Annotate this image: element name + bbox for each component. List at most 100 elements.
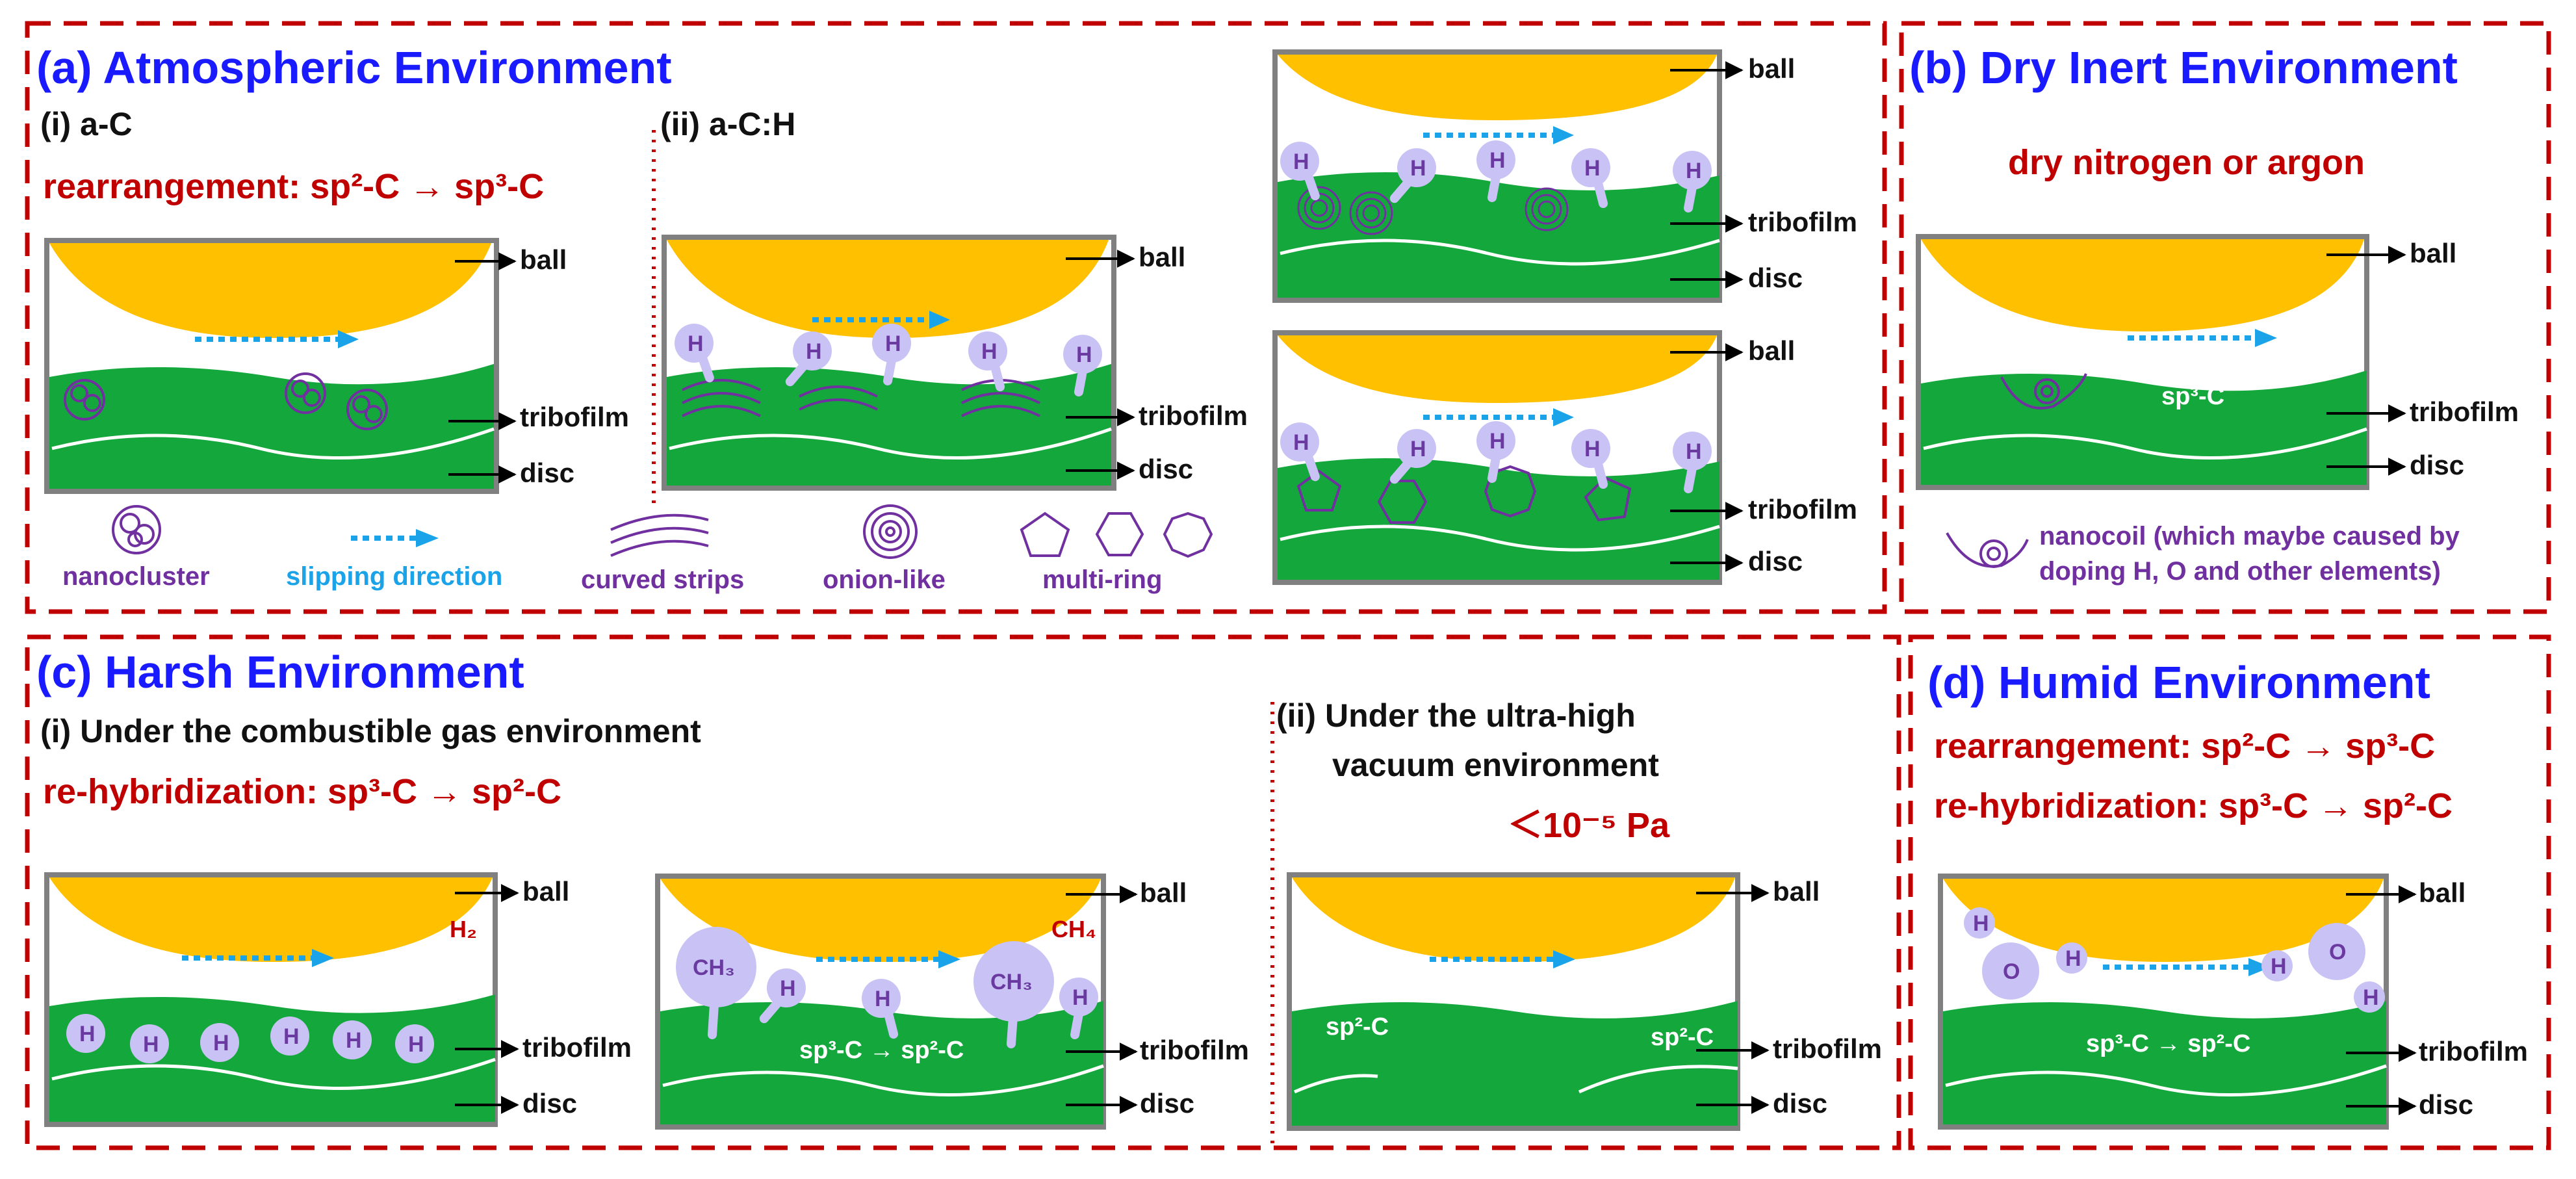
- panel-c-title: (c) Harsh Environment: [36, 647, 524, 697]
- svg-text:CH₃: CH₃: [990, 970, 1033, 994]
- svg-text:disc: disc: [522, 1088, 577, 1119]
- svg-text:disc: disc: [2410, 450, 2464, 480]
- diagram-d: O H H O H H sp³-C → sp²-C ball tribofilm d…: [1938, 874, 2528, 1130]
- legend-nanocoil-1: nanocoil (which maybe caused by: [2039, 522, 2460, 551]
- hydrogen-label: H: [1973, 911, 1989, 936]
- diagram-b: sp³-C ball tribofilm disc: [1916, 234, 2519, 490]
- hydrogen-label: H: [1686, 439, 1702, 464]
- svg-text:tribofilm: tribofilm: [2419, 1036, 2528, 1067]
- hydrogen-label: H: [1584, 437, 1601, 461]
- hydrogen-label: H: [2271, 954, 2287, 979]
- panel-c-sub-ii-1: (ii) Under the ultra-high: [1276, 697, 1636, 734]
- panel-c-pressure: ＜10⁻⁵ Pa: [1508, 806, 1670, 845]
- panel-a-sub-ii: (ii) a-C:H: [660, 106, 795, 142]
- panel-c-sub-i: (i) Under the combustible gas environmen…: [40, 713, 701, 749]
- nanocluster-icon: [64, 372, 388, 430]
- hydrogen-label: H: [1489, 148, 1506, 173]
- hydrogen-label: H: [806, 339, 822, 364]
- label-sp3: sp³-C: [2161, 383, 2224, 410]
- hydrogen-label: H: [981, 339, 998, 364]
- legend-nanocluster: nanocluster: [62, 562, 210, 591]
- svg-text:ball: ball: [1748, 53, 1795, 84]
- panel-c-sub-ii-2: vacuum environment: [1332, 747, 1659, 783]
- hydrogen-label: H: [79, 1022, 96, 1046]
- panel-a-sub-i: (i) a-C: [40, 106, 133, 142]
- svg-text:tribofilm: tribofilm: [522, 1032, 632, 1063]
- hydrogen-label: H: [1076, 343, 1092, 367]
- panel-d-title: (d) Humid Environment: [1927, 657, 2430, 708]
- label-ch4: CH₄: [1051, 916, 1096, 942]
- hydrogen-label: H: [1293, 149, 1309, 174]
- svg-text:ball: ball: [1773, 876, 1820, 907]
- label-tribofilm: tribofilm: [520, 402, 629, 432]
- svg-text:ball: ball: [1748, 335, 1795, 366]
- label-sp2-left: sp²-C: [1326, 1013, 1389, 1041]
- nanocluster-legend-icon: [112, 505, 161, 554]
- tribofilm-shape: [49, 364, 494, 489]
- svg-text:ball: ball: [522, 876, 569, 907]
- legend-curved: curved strips: [581, 565, 744, 594]
- svg-text:tribofilm: tribofilm: [1773, 1033, 1882, 1064]
- hydrogen-label: H: [875, 987, 891, 1011]
- label-h2: H₂: [450, 916, 477, 942]
- label-ball: ball: [520, 244, 567, 275]
- panel-d-rehyb: re-hybridization: sp³-C → sp²-C: [1934, 786, 2453, 825]
- hydrogen-label: H: [1584, 156, 1601, 181]
- hydrogen-label: H: [1293, 430, 1309, 455]
- nanocoil-legend-icon: [1946, 532, 2029, 568]
- hydrogen-label: H: [408, 1032, 424, 1057]
- svg-text:tribofilm: tribofilm: [2410, 396, 2519, 427]
- multi-ring-legend-icon: [1020, 512, 1213, 558]
- hydrogen-label: H: [283, 1024, 300, 1049]
- nanocoil-icon: [2000, 373, 2087, 409]
- hydrogen-label: H: [885, 331, 901, 356]
- diagram-a-ii: H H H H H ball tribofilm disc: [662, 235, 1248, 491]
- panel-c-border: [25, 634, 1901, 1150]
- diagram-c-vacuum: sp²-C sp²-C ball tribofilm disc: [1287, 872, 1882, 1131]
- label-disc: disc: [520, 458, 574, 488]
- svg-text:disc: disc: [1748, 546, 1803, 577]
- legend-nanocoil-2: doping H, O and other elements): [2039, 557, 2441, 586]
- panel-b-gas: dry nitrogen or argon: [2008, 143, 2365, 182]
- hydrogen-label: H: [2363, 985, 2379, 1010]
- hydrogen-label: H: [1410, 437, 1426, 461]
- hydrogen-label: H: [688, 331, 704, 356]
- panel-d-rearrangement: rearrangement: sp²-C → sp³-C: [1934, 727, 2435, 766]
- hydrogen-label: H: [780, 976, 796, 1001]
- diagram-a-i: ball tribofilm disc: [44, 238, 629, 494]
- svg-text:tribofilm: tribofilm: [1139, 400, 1248, 431]
- svg-text:O: O: [2329, 940, 2346, 965]
- svg-text:ball: ball: [2419, 877, 2466, 908]
- hydrogen-label: H: [1410, 156, 1426, 181]
- legend-slipping: slipping direction: [286, 562, 502, 591]
- label-ch3: CH₃: [693, 955, 735, 980]
- legend-a: nanocluster slipping direction curved st…: [62, 504, 1213, 594]
- hydrogen-label: H: [1072, 985, 1088, 1010]
- diagram-a-ii-multiring: H H H H H ball tribofilm disc: [1273, 330, 1857, 585]
- panel-a-title: (a) Atmospheric Environment: [36, 42, 672, 93]
- hydrogen-label: H: [2065, 946, 2081, 971]
- label-sp2-right: sp²-C: [1651, 1024, 1714, 1051]
- svg-text:tribofilm: tribofilm: [1748, 207, 1857, 237]
- ball-shape: [49, 243, 491, 338]
- svg-text:tribofilm: tribofilm: [1140, 1035, 1249, 1065]
- svg-text:disc: disc: [2419, 1089, 2473, 1120]
- label-o: O: [2003, 959, 2020, 984]
- label-conv-d: sp³-C → sp²-C: [2086, 1030, 2250, 1057]
- svg-text:disc: disc: [1139, 454, 1193, 484]
- curved-strips-legend-icon: [610, 513, 709, 557]
- hydrogen-label: H: [1489, 429, 1506, 454]
- legend-multiring: multi-ring: [1042, 565, 1162, 594]
- panel-d-border: [1908, 634, 2551, 1150]
- panel-a-rearrangement: rearrangement: sp²-C → sp³-C: [43, 167, 544, 206]
- svg-text:ball: ball: [1139, 242, 1185, 272]
- svg-text:tribofilm: tribofilm: [1748, 494, 1857, 525]
- onion-like-legend-icon: [863, 504, 918, 559]
- legend-onion: onion-like: [823, 565, 946, 594]
- svg-text:disc: disc: [1773, 1088, 1827, 1119]
- panel-c-rehyb: re-hybridization: sp³-C → sp²-C: [43, 772, 561, 811]
